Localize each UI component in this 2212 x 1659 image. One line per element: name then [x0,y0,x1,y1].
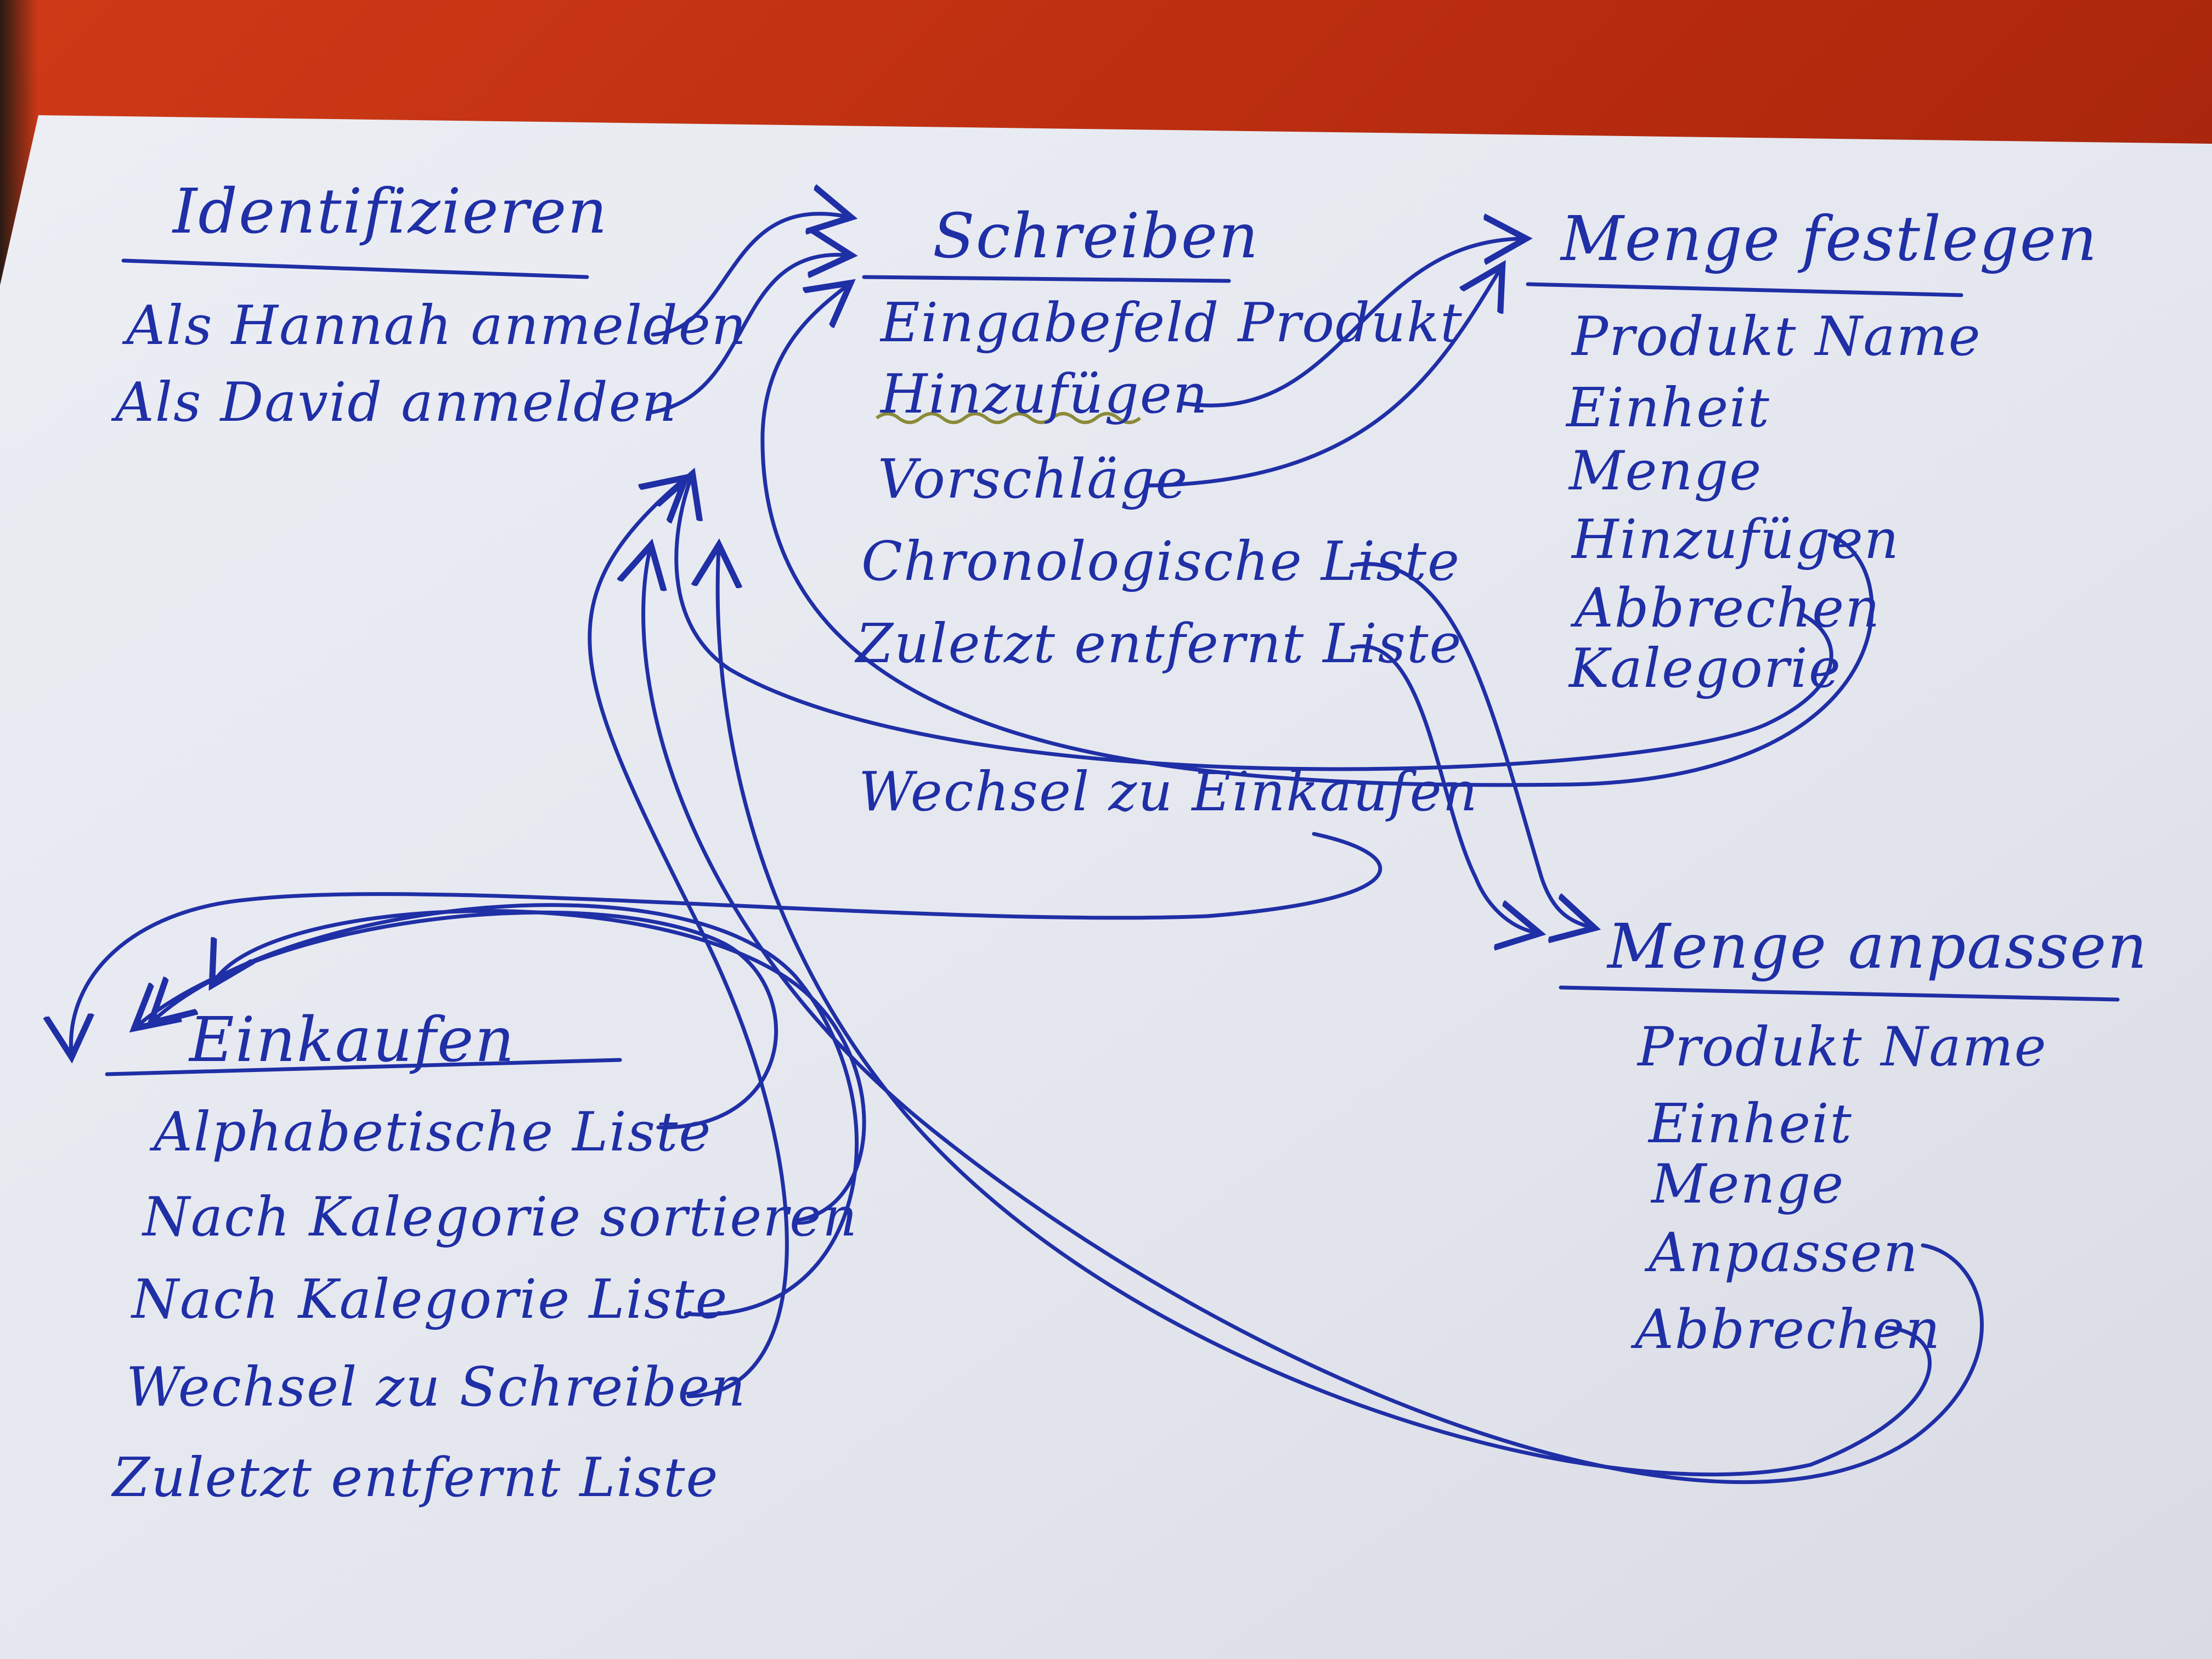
arrow-nach-kategorie-sortieren-to-einkaufen [214,909,866,1223]
arrow-nach-kategorie-liste-to-einkaufen [154,903,859,1317]
menge-festlegen-item-kategorie: Kalegorie [1569,637,1842,700]
arrow-hannah-to-schreiben [651,214,848,337]
underline-einkaufen [105,1058,622,1076]
menge-festlegen-item-abbrechen: Abbrechen [1575,577,1881,640]
schreiben-item-vorschlaege: Vorschläge [878,448,1189,511]
menge-anpassen-item-anpassen: Anpassen [1649,1222,1919,1284]
schreiben-item-eingabefeld: Eingabefeld Produkt [881,292,1463,354]
identifizieren-item-david: Als David anmelden [115,371,678,434]
menge-festlegen-item-hinzufuegen: Hinzufügen [1572,509,1900,571]
menge-festlegen-item-einheit: Einheit [1566,377,1770,439]
einkaufen-item-wechsel-zu-schreiben: Wechsel zu Schreiben [126,1356,747,1419]
underline-schreiben [862,275,1231,283]
einkaufen-item-zuletzt-entfernt: Zuletzt entfernt Liste [112,1447,719,1509]
schreiben-item-chronologische-liste: Chronologische Liste [861,531,1461,593]
menge-festlegen-item-menge: Menge [1569,440,1763,503]
identifizieren-title: Identifizieren [173,176,608,247]
arrow-abbrechen-to-schreiben [718,549,1932,1477]
menge-anpassen-title: Menge anpassen [1607,911,2148,983]
arrow-anpassen-to-schreiben [644,549,1984,1485]
underline-menge-festlegen [1526,282,1963,297]
schreiben-switch-label: Wechsel zu Einkaufen [859,761,1479,823]
arrows [71,214,1984,1485]
arrow-david-to-schreiben [648,255,848,415]
arrow-wechsel-schreiben-to-schreiben [588,480,789,1398]
schreiben-title: Schreiben [933,201,1260,272]
menge-anpassen-item-abbrechen: Abbrechen [1635,1299,1942,1361]
paper-surface [0,115,2212,1659]
schreiben-item-zuletzt-entfernt: Zuletzt entfernt Liste [856,613,1463,675]
menge-anpassen-item-produkt-name: Produkt Name [1638,1016,2047,1079]
menge-anpassen-item-menge: Menge [1651,1153,1845,1216]
schreiben-item-hinzufuegen: Hinzufügen [881,363,1209,426]
arrow-zuletzt-to-menge-anpassen [1350,644,1536,933]
arrow-vorschlaege-to-menge-festlegen [1144,269,1500,488]
underline-menge-anpassen [1559,985,2120,1002]
arrow-hinzufuegen-to-menge-festlegen [1180,239,1522,408]
einkaufen-title: Einkaufen [189,1005,516,1076]
menge-festlegen-item-produkt-name: Produkt Name [1572,306,1982,368]
arrow-festlegen-abbrechen-to-schreiben [676,477,1833,771]
title-underlines [105,258,2120,1076]
menge-festlegen-title: Menge festlegen [1561,204,2098,275]
underline-identifizieren [121,258,589,279]
menge-anpassen-item-einheit: Einheit [1649,1093,1853,1155]
einkaufen-item-nach-kategorie-liste: Nach Kalegorie Liste [132,1268,729,1331]
einkaufen-item-nach-kategorie-sortieren: Nach Kalegorie sortieren [143,1186,859,1249]
arrow-chronologische-to-menge-anpassen [1350,562,1591,927]
identifizieren-item-hannah: Als Hannah anmelden [126,295,748,357]
hinzufuegen-highlight [876,412,1141,424]
einkaufen-item-alphabetische-liste: Alphabetische Liste [154,1101,712,1164]
